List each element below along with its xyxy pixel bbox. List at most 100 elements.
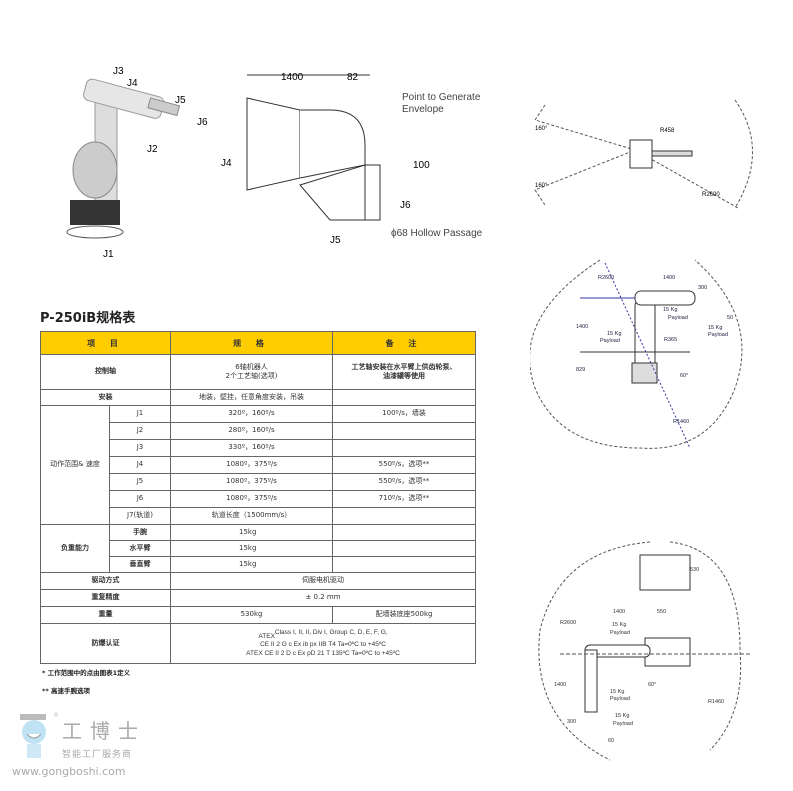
header-spec: 规 格 xyxy=(170,331,334,355)
dim-label: 550 xyxy=(657,609,666,615)
payload-label: Payload xyxy=(600,338,620,344)
dim-label: 530 xyxy=(690,567,699,573)
dim-label: 300 xyxy=(567,719,576,725)
cell: 320º，160º/s xyxy=(170,405,334,423)
row-label: 控制轴 xyxy=(39,354,172,390)
table-row: 重复精度 ± 0.2 mm xyxy=(39,589,477,607)
cell: 15kg xyxy=(170,540,334,557)
row-label: 安装 xyxy=(39,389,172,406)
cell: 15kg xyxy=(170,524,334,541)
table-row: J7(轨道)轨道长度（1500mm/s） xyxy=(41,507,477,525)
cell: 710º/s，选项** xyxy=(332,490,477,508)
angle-label: 60° xyxy=(648,682,656,688)
table-header-row: 项 目 规 格 备 注 xyxy=(39,331,477,355)
plan-view-diagram: 160° 160° R458 R2600 xyxy=(534,99,753,209)
robot-illustration: J3 J4 J5 J6 J2 J1 xyxy=(66,66,208,260)
row-label: 防爆认证 xyxy=(39,623,172,664)
row-label: 重量 xyxy=(39,606,172,624)
cell: 轨道长度（1500mm/s） xyxy=(170,507,334,525)
payload-label: 15 Kg xyxy=(607,331,621,337)
hollow-label: ϕ68 Hollow Passage xyxy=(391,228,483,239)
item-cell: 水平臂 xyxy=(108,540,172,557)
row-label: 动作范围& 速度 xyxy=(40,405,110,525)
payload-label: 15 Kg xyxy=(610,689,624,695)
cell xyxy=(332,422,477,440)
cell: 330º，160º/s xyxy=(170,439,334,457)
cell: ATEX CE II 2 D c Ex pD 21 T 135ºC Ta=0ºC… xyxy=(246,649,400,657)
cell: 配墙装底座500kg xyxy=(332,606,477,624)
angle-label: 160° xyxy=(535,183,548,189)
j3-label: J3 xyxy=(113,66,124,77)
table-row: 安装 地装，壁挂，任意角度安装，吊装 xyxy=(39,389,477,406)
wrist-diagram: 1400 82 Point to Generate Envelope 100 J… xyxy=(221,72,483,246)
cell: 1080º，375º/s xyxy=(170,473,334,491)
cell: 15kg xyxy=(170,556,334,573)
j6-wrist: J6 xyxy=(400,200,411,211)
payload-label: Payload xyxy=(610,630,630,636)
dim-100: 100 xyxy=(413,160,430,171)
cell xyxy=(332,524,477,541)
dim-label: 1400 xyxy=(554,682,566,688)
watermark-url: www.gongboshi.com xyxy=(12,765,126,778)
dim-82: 82 xyxy=(347,72,359,83)
watermark-reg: ® xyxy=(53,712,59,719)
axis-cell: J6 xyxy=(108,490,172,508)
table-row: 驱动方式 伺服电机驱动 xyxy=(39,572,477,590)
watermark-logo xyxy=(12,712,62,766)
cell: ATEX xyxy=(258,633,275,641)
cell: 1080º，375º/s xyxy=(170,456,334,474)
footnote: ** 高速手腕选项 xyxy=(42,687,91,695)
cell: 550º/s，选项** xyxy=(332,456,477,474)
payload-label: Payload xyxy=(613,721,633,727)
payload-label: Payload xyxy=(708,332,728,338)
radius-label: R365 xyxy=(664,337,677,343)
cell xyxy=(332,556,477,573)
cell: ± 0.2 mm xyxy=(170,589,477,607)
header-note: 备 注 xyxy=(332,331,477,355)
cell: 工艺轴安装在水平臂上供齿轮泵、 xyxy=(351,362,457,371)
axis-cell: J2 xyxy=(108,422,172,440)
axis-cell: J1 xyxy=(108,405,172,423)
payload-label: 15 Kg xyxy=(663,307,677,313)
mascot-icon xyxy=(20,714,46,758)
radius-label: R1460 xyxy=(708,699,724,705)
payload-label: Payload xyxy=(668,315,688,321)
point-label: Point to Generate xyxy=(402,92,481,103)
axis-cell: J3 xyxy=(108,439,172,457)
dim-1400: 1400 xyxy=(281,72,304,83)
radius-label: R2600 xyxy=(702,192,720,198)
cell xyxy=(332,389,477,406)
dim-label: 1400 xyxy=(613,609,625,615)
cell: 油漆罐等使用 xyxy=(383,372,426,380)
axis-cell: J7(轨道) xyxy=(108,507,172,525)
item-cell: 垂直臂 xyxy=(108,556,172,573)
dim-label: 1400 xyxy=(576,324,588,330)
angle-label: 60° xyxy=(680,373,688,379)
cell xyxy=(332,439,477,457)
side-view-diagram: R2600 1400 300 50 15 Kg Payload 15 Kg Pa… xyxy=(530,259,743,449)
table-row: 防爆认证 ATEXClass I, II, II, Div I, Group C… xyxy=(39,623,477,664)
wall-mount-diagram: 530 R2600 1400 550 15 Kg Payload 1400 15… xyxy=(538,541,750,761)
envelope-label: Envelope xyxy=(402,104,444,115)
cell: Class I, II, II, Div I, Group C, D, E, F… xyxy=(274,629,388,637)
cell: 530kg xyxy=(170,606,334,624)
j4-label: J4 xyxy=(127,78,138,89)
radius-label: R1460 xyxy=(673,419,689,425)
radius-label: R2600 xyxy=(598,275,614,281)
table-row: 重量 530kg 配墙装底座500kg xyxy=(39,606,477,624)
cell: 280º，160º/s xyxy=(170,422,334,440)
watermark-brand: 工博士 xyxy=(62,719,146,743)
j1-label: J1 xyxy=(103,249,114,260)
watermark-slogan: 智能工厂服务商 xyxy=(62,750,133,760)
dim-label: 60 xyxy=(608,738,614,744)
radius-label: R458 xyxy=(660,128,675,134)
axis-cell: J4 xyxy=(108,456,172,474)
